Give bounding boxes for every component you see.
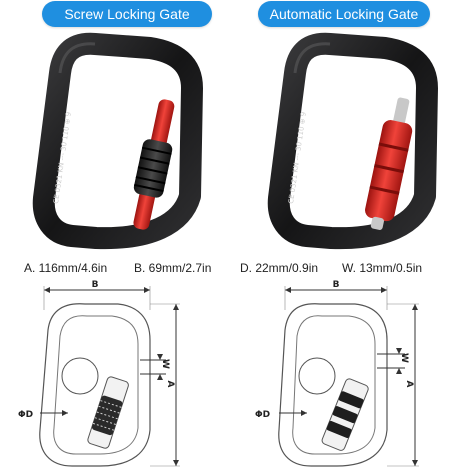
dimension-d: D. 22mm/0.9in (240, 261, 319, 275)
label-b: B (92, 280, 99, 290)
dimension-a: A. 116mm/4.6in (24, 261, 108, 275)
label-phi-d: ΦD (18, 410, 33, 420)
dimensions-row: A. 116mm/4.6in B. 69mm/2.7in D. 22mm/0.9… (0, 260, 470, 278)
dimension-b: B. 69mm/2.7in (134, 261, 212, 275)
automatic-locking-gate-label: Automatic Locking Gate (258, 1, 430, 27)
silver-gate-nose (392, 97, 410, 129)
screw-gate-dimension-diagram: B A W ΦD (18, 280, 180, 467)
label-b: B (333, 280, 340, 290)
carabiner-outline (39, 303, 151, 467)
label-w: W (399, 353, 409, 363)
auto-lock-band (338, 391, 364, 409)
auto-gate-dimension-diagram: B A W ΦD (255, 280, 419, 467)
gate-opening-circle (298, 357, 336, 395)
label-w: W (160, 359, 170, 369)
dimension-w: W. 13mm/0.5in (342, 261, 423, 275)
red-auto-lock-sleeve (365, 120, 413, 222)
screw-locking-gate-label: Screw Locking Gate (42, 1, 212, 27)
label-a: A (165, 381, 175, 388)
automatic-locking-carabiner-image: CE 0321 KN --- 30 110 ⊕ 9 (267, 32, 438, 250)
label-a: A (404, 381, 414, 388)
screw-lock-ring (91, 395, 123, 436)
gate-opening-circle (61, 357, 99, 395)
carabiner-outline (278, 303, 388, 467)
label-phi-d: ΦD (255, 410, 270, 420)
screw-locking-carabiner-image: CE 0321 KN --- 30 110 ⊕ 9 (32, 32, 203, 250)
